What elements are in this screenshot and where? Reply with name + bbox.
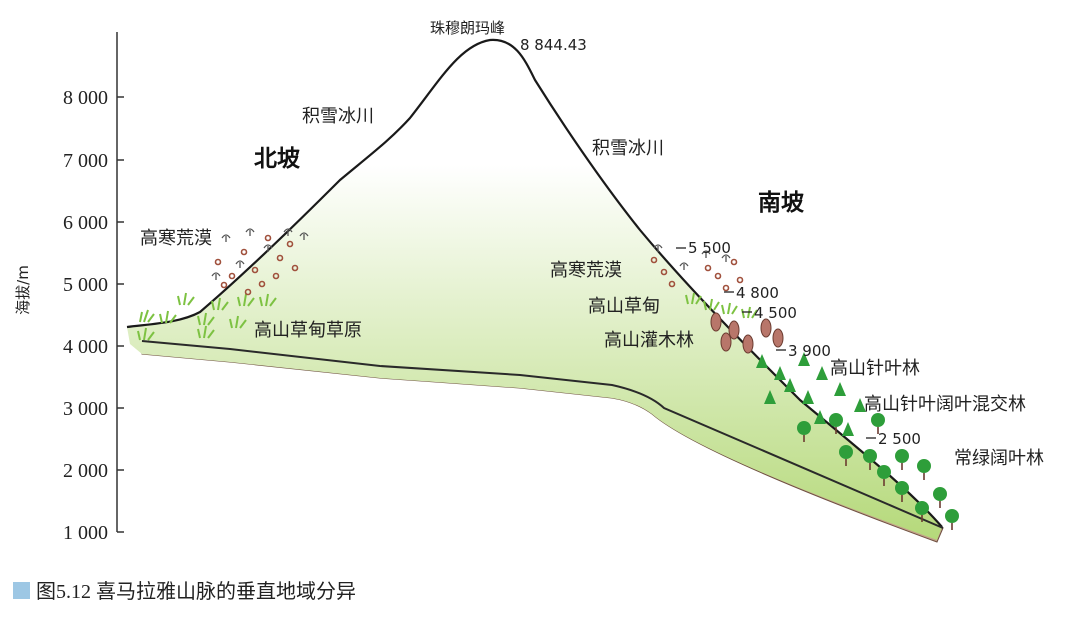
south-zone-conifer-forest: 高山针叶林 (830, 358, 920, 379)
north-zone-alpine-meadow-steppe: 高山草甸草原 (254, 320, 362, 341)
mountain-base-outline (141, 340, 944, 529)
boundary-label: 4 800 (736, 284, 779, 302)
boundary-label: 3 900 (788, 342, 831, 360)
y-tick-label: 4 000 (63, 336, 108, 358)
y-tick-label: 3 000 (63, 398, 108, 420)
conifer-tree-icons (756, 352, 866, 436)
mountain-body (127, 39, 942, 541)
south-glacier-label: 积雪冰川 (592, 138, 664, 159)
grass-icons-north (137, 292, 277, 341)
boundary-label: 5 500 (688, 239, 731, 257)
shrub-icons (710, 312, 784, 354)
north-glacier-label: 积雪冰川 (302, 106, 374, 127)
caption-marker (13, 582, 30, 599)
south-zone-evergreen-broadleaf: 常绿阔叶林 (954, 448, 1044, 469)
boundary-label: 2 500 (878, 430, 921, 448)
desert-icons-south (650, 256, 744, 292)
y-axis-label: 海拔/m (14, 265, 32, 315)
y-tick-label: 6 000 (63, 212, 108, 234)
mountain-outline (126, 38, 943, 528)
desert-plant-icons-south (653, 244, 731, 270)
north-slope-title: 北坡 (254, 146, 300, 172)
south-slope-title: 南坡 (758, 190, 804, 216)
desert-plant-icons-north (211, 228, 309, 280)
y-tick-label: 1 000 (63, 522, 108, 544)
peak-name: 珠穆朗玛峰 (430, 19, 505, 37)
y-tick-label: 7 000 (63, 150, 108, 172)
boundary-label: 4 500 (754, 304, 797, 322)
boundary-ticks (676, 247, 876, 439)
y-axis: 1 000 2 000 3 000 4 000 5 000 6 000 7 00… (14, 32, 124, 544)
figure-caption: 图5.12 喜马拉雅山脉的垂直地域分异 (36, 580, 356, 603)
south-zone-mixed-forest: 高山针叶阔叶混交林 (864, 394, 1026, 415)
south-zone-alpine-desert: 高寒荒漠 (550, 260, 622, 281)
desert-icons-north (214, 234, 299, 296)
peak-elevation: 8 844.43 (520, 36, 587, 54)
broadleaf-tree-icons (797, 413, 959, 530)
grass-icons-south (685, 292, 758, 319)
y-tick-label: 2 000 (63, 460, 108, 482)
south-zone-alpine-meadow: 高山草甸 (588, 296, 660, 317)
north-zone-alpine-desert: 高寒荒漠 (140, 228, 212, 249)
y-tick-label: 5 000 (63, 274, 108, 296)
y-tick-label: 8 000 (63, 87, 108, 109)
south-zone-alpine-shrub: 高山灌木林 (604, 330, 694, 351)
